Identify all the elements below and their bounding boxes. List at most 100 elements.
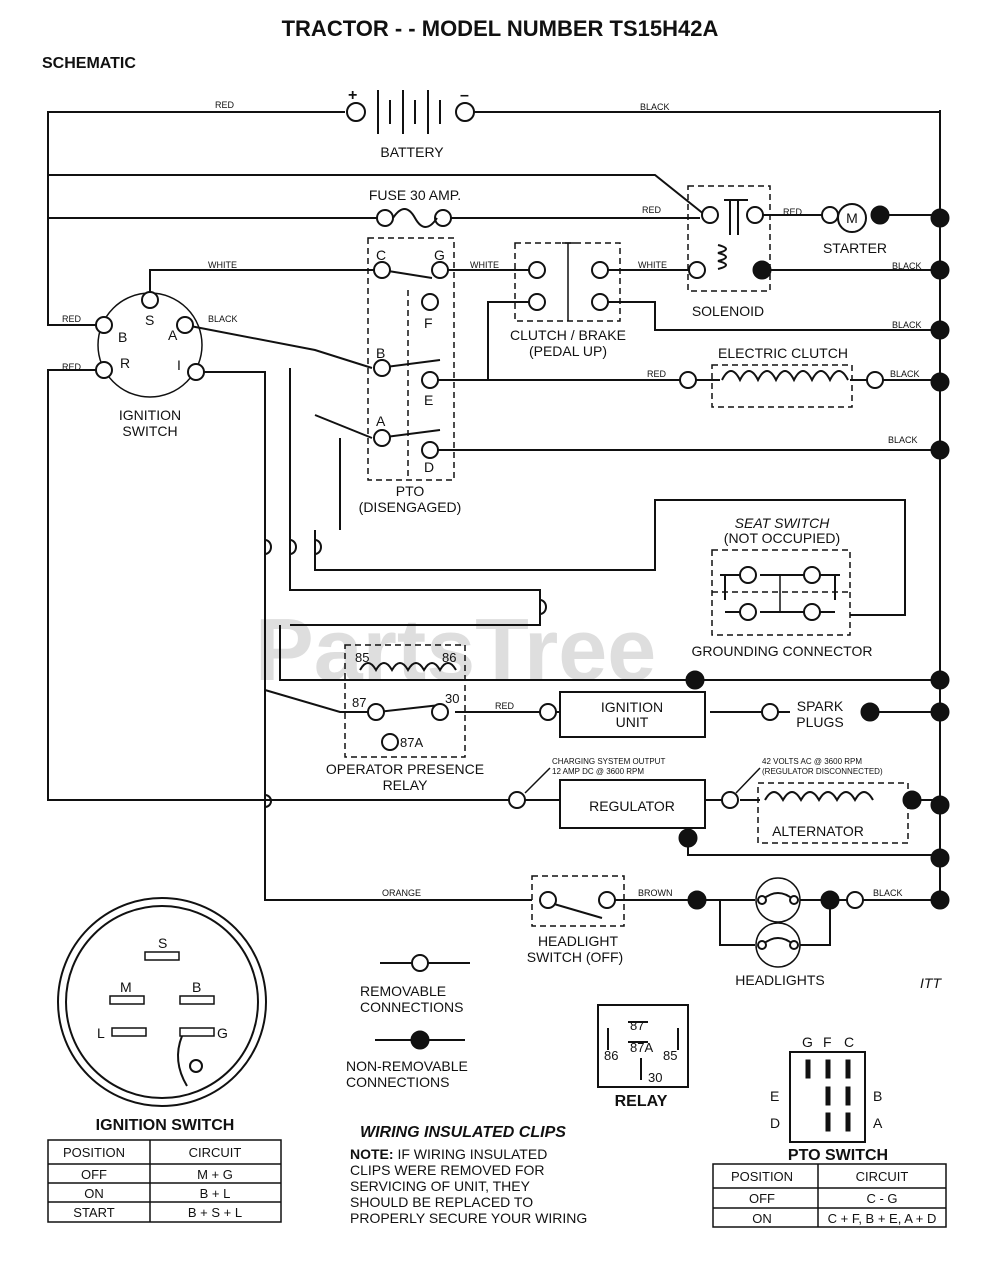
pto-terminal-e: E: [424, 392, 433, 408]
relay-label-1: OPERATOR PRESENCE: [326, 761, 484, 777]
relay-terminal-87: 87: [352, 695, 366, 710]
headlight-switch-label-1: HEADLIGHT: [538, 933, 619, 949]
clips-note-line-1: IF WIRING INSULATED: [394, 1146, 548, 1162]
wire-label-black-2: BLACK: [892, 261, 922, 271]
wire-label-red-5: RED: [62, 362, 82, 372]
grounding-connector-label: GROUNDING CONNECTOR: [692, 643, 873, 659]
pto-label-2: (DISENGAGED): [359, 499, 462, 515]
wire-color-labels: RED BLACK RED RED BLACK WHITE WHITE WHIT…: [62, 100, 922, 898]
electric-clutch: ELECTRIC CLUTCH: [679, 345, 884, 408]
pto-diagram-right-a: A: [873, 1115, 883, 1131]
legend: REMOVABLE CONNECTIONS NON-REMOVABLE CONN…: [346, 954, 470, 1090]
ignition-table-row-1-position: OFF: [81, 1167, 107, 1182]
pto-switch-diagram: G F C E D B A PTO SWITCH: [770, 1034, 888, 1164]
wire-crossings: [264, 539, 547, 808]
ignition-table-title: IGNITION SWITCH: [96, 1117, 235, 1134]
charging-output-1: CHARGING SYSTEM OUTPUT: [552, 757, 665, 766]
pto-terminal-a: A: [376, 413, 386, 429]
clips-note-line-3: SERVICING OF UNIT, THEY: [350, 1178, 531, 1194]
ac-output-2: (REGULATOR DISCONNECTED): [762, 767, 883, 776]
starter: M STARTER: [821, 203, 890, 256]
spark-plugs-label-1: SPARK: [797, 698, 844, 714]
ignition-table-header-circuit: CIRCUIT: [189, 1145, 242, 1160]
ignition-terminal-b: B: [118, 329, 127, 345]
pto-diagram-top-c: C: [844, 1034, 854, 1050]
battery: + – BATTERY: [346, 87, 475, 160]
fuse-label: FUSE 30 AMP.: [369, 187, 461, 203]
pto-terminal-d: D: [424, 459, 434, 475]
seat-switch: SEAT SWITCH (NOT OCCUPIED) GROUNDING CON…: [692, 515, 873, 659]
ignition-terminal-r: R: [120, 355, 130, 371]
headlight-switch: HEADLIGHT SWITCH (OFF): [527, 875, 625, 965]
pto-diagram-top-g: G: [802, 1034, 813, 1050]
legend-removable-1: REMOVABLE: [360, 983, 446, 999]
ignition-table-row-3-circuit: B + S + L: [188, 1205, 242, 1220]
relay-pin-85: 85: [663, 1048, 677, 1063]
reference-mark: ITT: [920, 975, 942, 991]
solenoid-label: SOLENOID: [692, 303, 764, 319]
wires: [47, 110, 941, 946]
regulator: REGULATOR CHARGING SYSTEM OUTPUT 12 AMP …: [508, 757, 883, 848]
clips-note-heading: WIRING INSULATED CLIPS: [360, 1124, 566, 1141]
regulator-label: REGULATOR: [589, 798, 675, 814]
wire-label-white-2: WHITE: [470, 260, 499, 270]
wire-label-brown: BROWN: [638, 888, 673, 898]
face-label-m: M: [120, 979, 132, 995]
clips-note: WIRING INSULATED CLIPS NOTE: IF WIRING I…: [350, 1124, 587, 1226]
pto-diagram-right-b: B: [873, 1088, 882, 1104]
ignition-table-header-position: POSITION: [63, 1145, 125, 1160]
relay-terminal-30: 30: [445, 691, 459, 706]
face-label-g: G: [217, 1025, 228, 1041]
battery-minus: –: [460, 87, 469, 104]
charging-output-2: 12 AMP DC @ 3600 RPM: [552, 767, 644, 776]
face-label-b: B: [192, 979, 201, 995]
relay-terminal-85: 85: [355, 650, 369, 665]
svg-text:NOTE: IF WIRING INSULATED: NOTE: IF WIRING INSULATED: [350, 1146, 547, 1162]
pto-table: POSITION CIRCUIT OFF C - G ON C + F, B +…: [712, 1163, 947, 1228]
pto-diagram-left-e: E: [770, 1088, 779, 1104]
alternator: ALTERNATOR: [757, 782, 922, 844]
wire-label-red-3: RED: [783, 207, 803, 217]
solenoid: SOLENOID: [687, 185, 772, 319]
headlight-switch-label-2: SWITCH (OFF): [527, 949, 623, 965]
battery-label: BATTERY: [380, 144, 444, 160]
battery-plus: +: [348, 87, 357, 104]
spark-plugs: SPARK PLUGS: [761, 698, 880, 730]
pto-table-header-position: POSITION: [731, 1169, 793, 1184]
ac-output-1: 42 VOLTS AC @ 3600 RPM: [762, 757, 862, 766]
wire-label-black-6: BLACK: [888, 435, 918, 445]
ground-junctions: [685, 208, 950, 910]
clutch-brake-label-2: (PEDAL UP): [529, 343, 607, 359]
wire-label-white-3: WHITE: [638, 260, 667, 270]
wire-label-orange: ORANGE: [382, 888, 421, 898]
ignition-unit-label-2: UNIT: [616, 714, 649, 730]
relay-label-2: RELAY: [383, 777, 429, 793]
ignition-table-row-2-position: ON: [84, 1186, 104, 1201]
pto-terminal-f: F: [424, 315, 433, 331]
operator-presence-relay: 85 86 87 30 87A OPERATOR PRESENCE RELAY: [326, 644, 484, 793]
pto-diagram-top-f: F: [823, 1034, 832, 1050]
wire-label-red-6: RED: [647, 369, 667, 379]
pto-terminal-b: B: [376, 345, 385, 361]
wire-label-black-5: BLACK: [890, 369, 920, 379]
pto-table-row-2-circuit: C + F, B + E, A + D: [828, 1211, 937, 1226]
alternator-label: ALTERNATOR: [772, 823, 864, 839]
wire-label-black-1: BLACK: [640, 102, 670, 112]
face-label-l: L: [97, 1025, 105, 1041]
clutch-brake-switch: CLUTCH / BRAKE (PEDAL UP): [510, 242, 626, 359]
pto-table-header-circuit: CIRCUIT: [856, 1169, 909, 1184]
pto-table-row-1-position: OFF: [749, 1191, 775, 1206]
pto-table-row-2-position: ON: [752, 1211, 772, 1226]
pto-diagram-left-d: D: [770, 1115, 780, 1131]
starter-label: STARTER: [823, 240, 887, 256]
wire-label-white-1: WHITE: [208, 260, 237, 270]
relay-diagram-title: RELAY: [615, 1093, 668, 1110]
face-label-s: S: [158, 935, 167, 951]
relay-terminal-86: 86: [442, 650, 456, 665]
ignition-table: IGNITION SWITCH POSITION CIRCUIT OFF M +…: [47, 1117, 282, 1223]
wire-label-red-7: RED: [495, 701, 515, 711]
starter-motor-symbol: M: [846, 210, 858, 226]
pto-terminal-g: G: [434, 247, 445, 263]
relay-pin-87a: 87A: [630, 1040, 653, 1055]
